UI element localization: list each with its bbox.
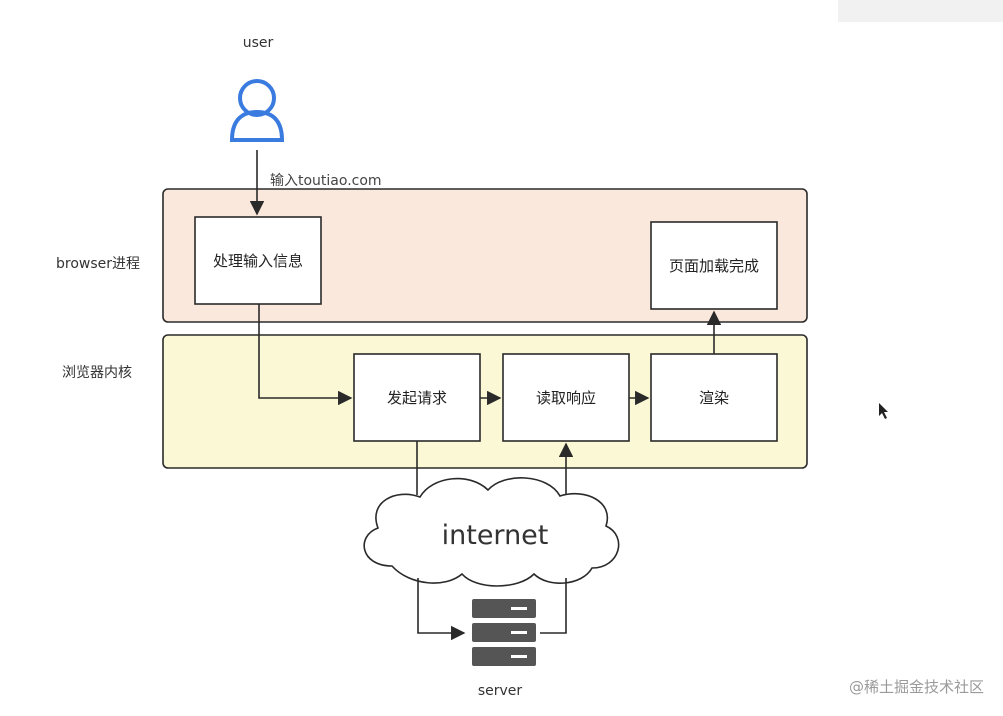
edge-server-to-internet bbox=[540, 578, 567, 634]
cloud-shape bbox=[363, 477, 620, 587]
corner-panel bbox=[838, 0, 1003, 22]
box-handle-input-label: 处理输入信息 bbox=[213, 252, 303, 270]
box-render-label: 渲染 bbox=[699, 389, 729, 407]
kernel-lane-label: 浏览器内核 bbox=[62, 365, 132, 381]
cursor-icon bbox=[879, 403, 888, 419]
edge-internet-to-server bbox=[417, 578, 466, 641]
user-label: user bbox=[243, 35, 274, 51]
box-read-response: 读取响应 bbox=[502, 353, 630, 442]
box-page-loaded: 页面加载完成 bbox=[650, 221, 778, 310]
box-send-request: 发起请求 bbox=[353, 353, 481, 442]
kernel-lane bbox=[162, 334, 808, 469]
browser-lane bbox=[162, 188, 808, 323]
box-send-request-label: 发起请求 bbox=[387, 389, 447, 407]
edge-input-to-request bbox=[258, 304, 353, 406]
input-label: 输入toutiao.com bbox=[270, 173, 382, 189]
browser-lane-label: browser进程 bbox=[56, 256, 140, 272]
watermark: @稀土掘金技术社区 bbox=[849, 678, 984, 696]
box-read-response-label: 读取响应 bbox=[536, 389, 596, 407]
server-icon bbox=[472, 599, 536, 666]
box-handle-input: 处理输入信息 bbox=[194, 216, 322, 305]
box-render: 渲染 bbox=[650, 353, 778, 442]
internet-label: internet bbox=[442, 520, 549, 551]
box-page-loaded-label: 页面加载完成 bbox=[669, 257, 759, 275]
server-label: server bbox=[478, 683, 523, 699]
user-icon bbox=[229, 79, 285, 142]
